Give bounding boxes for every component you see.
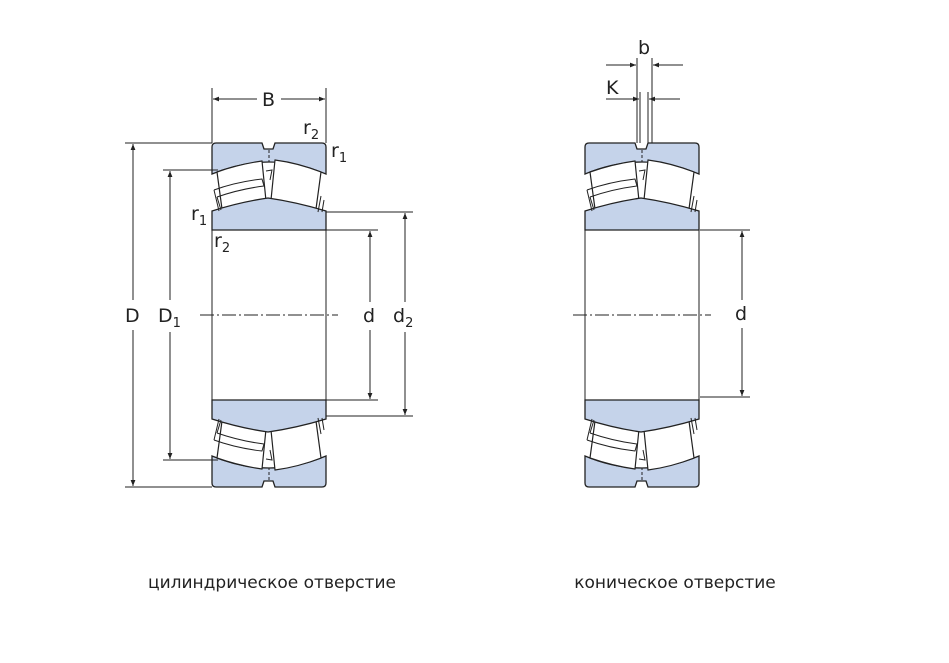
label-d-right: d — [735, 303, 747, 325]
label-B: B — [262, 89, 275, 111]
right-bearing-top-section — [584, 142, 700, 231]
label-r2-left: r2 — [214, 230, 230, 256]
label-d: d — [363, 305, 375, 327]
label-r1-top: r1 — [331, 140, 347, 166]
right-dimensions — [606, 58, 750, 398]
left-bearing-bottom-section — [211, 399, 327, 488]
left-bearing — [200, 142, 338, 488]
label-b: b — [638, 37, 650, 59]
label-r1-left: r1 — [191, 203, 207, 229]
left-dimensions — [125, 88, 413, 488]
label-D: D — [125, 305, 140, 327]
caption-cylindrical-bore: цилиндрическое отверстие — [148, 573, 396, 593]
left-bearing-top-section — [211, 142, 327, 231]
right-bearing — [573, 142, 711, 488]
right-bearing-bottom-section — [584, 399, 700, 488]
label-d2: d2 — [393, 305, 413, 331]
label-K: K — [606, 77, 619, 99]
label-r2-top: r2 — [303, 117, 319, 143]
label-D1: D1 — [158, 305, 181, 331]
caption-tapered-bore: коническое отверстие — [574, 573, 776, 593]
